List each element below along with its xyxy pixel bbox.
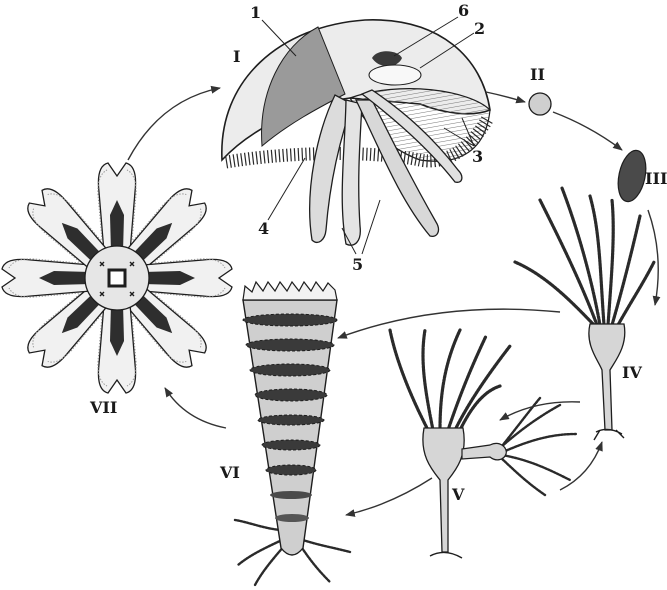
- ephyra-arm: [98, 163, 136, 252]
- label-stage-6: VI: [219, 463, 240, 482]
- ephyra-mouth: [109, 270, 125, 286]
- strobila-disc: [266, 465, 316, 475]
- strobila-disc: [262, 440, 320, 450]
- polyp-bud: [462, 443, 506, 459]
- arrow-egg-to-planula: [553, 112, 622, 150]
- egg: [529, 93, 551, 115]
- polyp-tentacle: [540, 200, 597, 325]
- polyp-tentacle: [423, 330, 433, 430]
- strobila-root: [238, 540, 282, 565]
- arrow-medusa-to-egg: [486, 92, 525, 102]
- strobila-disc: [275, 514, 309, 522]
- budding-polyp: [390, 330, 576, 558]
- strobila-root: [303, 540, 350, 552]
- label-part-5: 5: [352, 255, 363, 274]
- label-stage-2: II: [530, 65, 545, 84]
- strobila-disc: [258, 415, 324, 425]
- medusa-stomach: [369, 65, 421, 85]
- label-stage-7: VII: [89, 398, 117, 417]
- ephyra-arm: [143, 259, 232, 297]
- ephyra-arm: [2, 259, 91, 297]
- arrow-ephyra-to-medusa: [128, 88, 220, 160]
- label-part-1: 1: [250, 3, 261, 22]
- arrow-polyp-to-strobila: [338, 309, 560, 338]
- arrow-planula-to-polyp: [648, 210, 658, 305]
- strobila-disc: [255, 389, 327, 401]
- strobila-disc: [243, 314, 337, 326]
- oral-arm: [342, 100, 362, 245]
- label-part-6: 6: [458, 1, 469, 20]
- polyp-tentacle: [515, 262, 594, 325]
- arrow-budding-polyp-to-strobila: [346, 478, 432, 515]
- strobila-disc: [270, 491, 312, 499]
- strobila-disc: [250, 364, 330, 376]
- label-stage-5: V: [451, 485, 465, 504]
- ephyra-arm: [98, 304, 136, 393]
- polyp-tentacle: [618, 262, 654, 325]
- label-part-4: 4: [258, 219, 269, 238]
- ephyra: [2, 163, 232, 393]
- polyp-base: [430, 552, 462, 558]
- polyp-body: [589, 324, 625, 430]
- strobila-root: [300, 545, 330, 582]
- label-stage-1: I: [233, 47, 240, 66]
- strobila-root: [235, 520, 280, 530]
- label-part-3: 3: [472, 147, 483, 166]
- label-stage-4: IV: [622, 363, 642, 382]
- arrow-bud-to-polyp: [560, 442, 602, 490]
- bud-tentacle: [500, 457, 545, 495]
- leader-line-4: [268, 158, 305, 220]
- adult-medusa: [222, 20, 490, 245]
- strobila-crown: [243, 282, 337, 300]
- label-part-2: 2: [474, 19, 485, 38]
- polyp-base: [594, 429, 624, 440]
- arrow-strobila-to-ephyra: [165, 388, 226, 428]
- label-stage-3: III: [645, 169, 667, 188]
- strobila-disc: [246, 339, 334, 351]
- polyp-tentacle: [608, 200, 613, 325]
- polyp-tentacle: [440, 330, 460, 430]
- strobila: [235, 282, 350, 585]
